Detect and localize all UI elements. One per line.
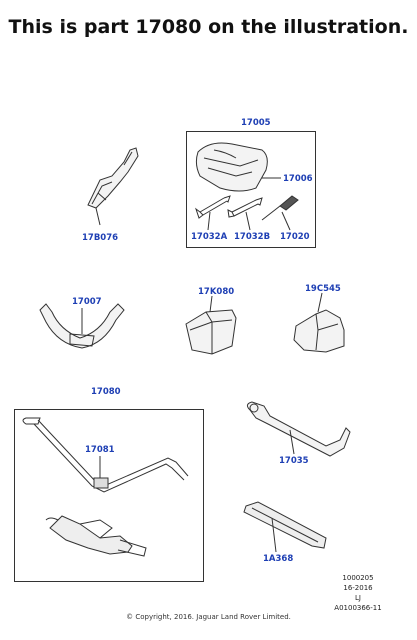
copyright-notice: © Copyright, 2016. Jaguar Land Rover Lim… [126, 613, 291, 621]
meta-line-4: A0100366-11 [334, 604, 382, 612]
spanner-17032b-drawing [227, 197, 263, 231]
meta-line-3: LJ [355, 594, 361, 602]
tool-tray-17006-drawing [195, 142, 281, 192]
wedge-bracket-17b076-drawing [87, 147, 139, 226]
strap-17007-drawing [39, 303, 125, 349]
label-17k080[interactable]: 17K080 [198, 287, 235, 297]
label-1a368[interactable]: 1A368 [263, 554, 294, 564]
spanner-17032a-drawing [195, 195, 231, 231]
label-17007[interactable]: 17007 [72, 297, 102, 307]
scissor-jack-drawing [45, 515, 147, 557]
label-17081[interactable]: 17081 [85, 445, 115, 455]
label-17006[interactable]: 17006 [283, 174, 313, 184]
screwdriver-17020-drawing [261, 195, 299, 231]
bracket-17k080-drawing [185, 295, 237, 355]
meta-line-1: 1000205 [342, 574, 374, 582]
label-17035[interactable]: 17035 [279, 456, 309, 466]
wheel-brace-17035-drawing [246, 401, 351, 457]
label-17005[interactable]: 17005 [241, 118, 271, 128]
bracket-19c545-drawing [293, 292, 345, 353]
label-17032b[interactable]: 17032B [234, 232, 271, 242]
kit-group-box-17005 [186, 131, 316, 248]
bar-1a368-drawing [243, 501, 327, 553]
illustration-meta: 1000205 16-2016 LJ A0100366-11 [330, 573, 386, 613]
label-19c545[interactable]: 19C545 [305, 284, 341, 294]
jack-handle-17081-drawing [22, 417, 189, 493]
jack-group-box-17080 [14, 409, 204, 582]
page-heading: This is part 17080 on the illustration. [8, 16, 409, 38]
label-17020[interactable]: 17020 [280, 232, 310, 242]
meta-line-2: 16-2016 [343, 584, 373, 592]
label-17032a[interactable]: 17032A [191, 232, 228, 242]
label-17080[interactable]: 17080 [91, 387, 121, 397]
label-17b076[interactable]: 17B076 [82, 233, 119, 243]
